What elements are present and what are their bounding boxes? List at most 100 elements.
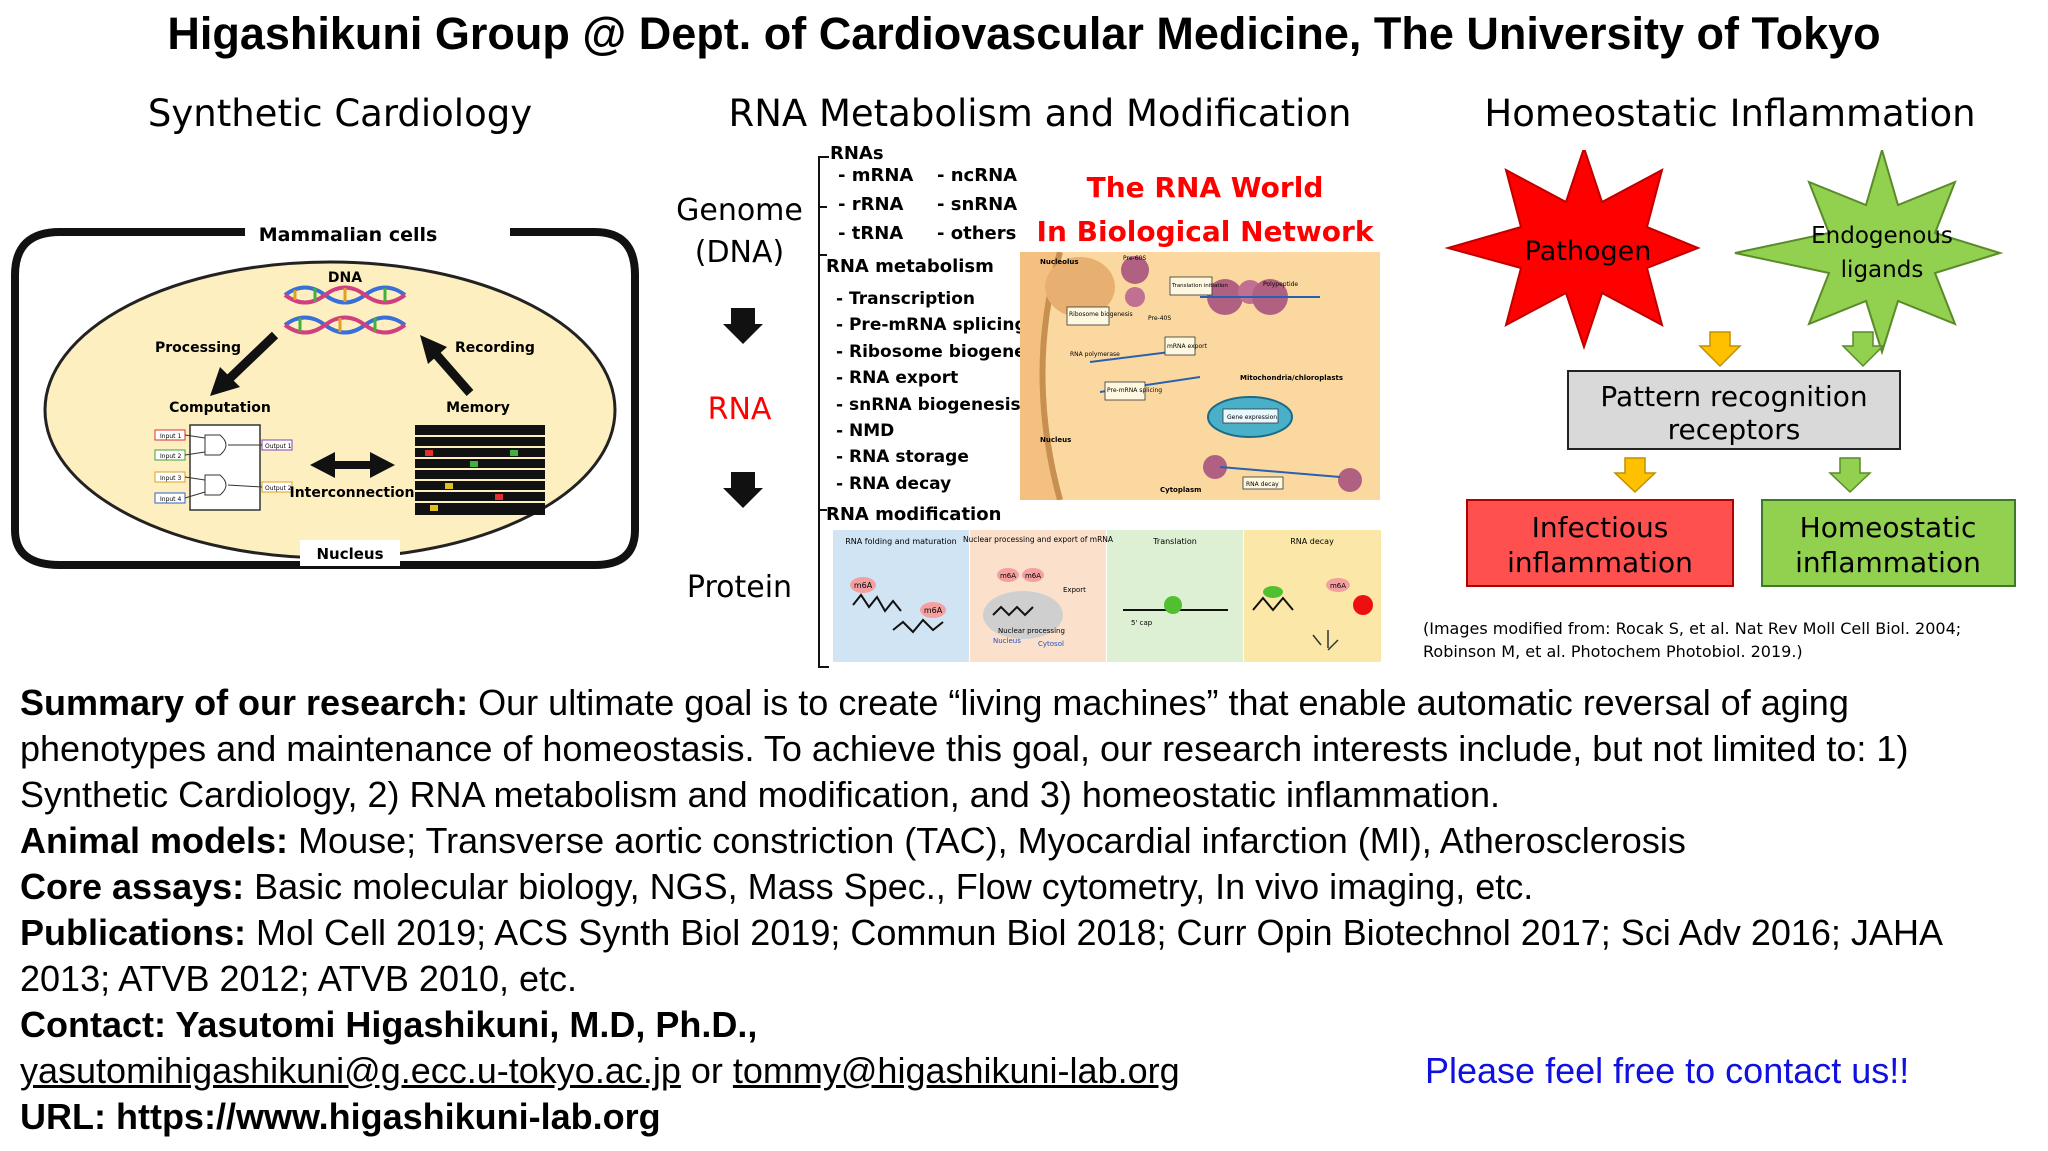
dna-helix-icon <box>283 285 407 335</box>
publications-line: Publications: Mol Cell 2019; ACS Synth B… <box>20 910 2030 1002</box>
metabolism-item: - RNA storage <box>836 447 969 468</box>
rna-type-item: - tRNA <box>838 223 904 244</box>
cytosol-label: Cytosol <box>1038 640 1064 648</box>
m6a-label: m6A <box>1000 572 1016 580</box>
homeostatic-label-line2: inflammation <box>1795 546 1981 579</box>
rna-type-item: - rRNA <box>838 194 904 215</box>
panel-translation-label: Translation <box>1152 537 1197 546</box>
gene-expression-label: Gene expression <box>1227 414 1277 421</box>
metabolism-item: - Ribosome biogenesis <box>836 341 1052 362</box>
citation-line1: (Images modified from: Rocak S, et al. N… <box>1423 619 1962 638</box>
metabolism-item: - NMD <box>836 421 895 442</box>
panel-decay-label: RNA decay <box>1290 537 1334 546</box>
nuclear-processing-label: Nuclear processing <box>998 627 1065 635</box>
dna-label: DNA <box>328 270 362 286</box>
citation: (Images modified from: Rocak S, et al. N… <box>1423 617 2035 663</box>
section-title-inflammation: Homeostatic Inflammation <box>1484 92 1976 135</box>
panel-nucleus-label: Nucleus <box>993 637 1021 645</box>
rnas-left-col: - mRNA - rRNA - tRNA <box>838 161 913 248</box>
processing-label: Processing <box>155 340 241 356</box>
recording-label: Recording <box>455 340 535 356</box>
rnas-list: RNAs <box>830 145 884 163</box>
rna-cell-schematic: Nucleolus Ribosome biogenesis Pre-60S Pr… <box>1020 252 1380 500</box>
pre40s-label: Pre-40S <box>1148 315 1171 322</box>
nucleolus-shape <box>1045 257 1115 317</box>
input-4-label: Input 4 <box>160 496 181 503</box>
down-arrow-2-icon <box>723 472 763 508</box>
email-link-2[interactable]: tommy@higashikuni-lab.org <box>732 1050 1180 1091</box>
metabolism-item: - RNA decay <box>836 473 952 494</box>
summary-block: Summary of our research: Our ultimate go… <box>20 680 2030 1140</box>
premrna-splicing-label: Pre-mRNA splicing <box>1107 387 1162 394</box>
rna-type-item: - mRNA <box>838 165 914 186</box>
m6a-label: m6A <box>854 581 873 590</box>
nucleus-label: Nucleus <box>316 545 383 563</box>
panel-nuclear-label: Nuclear processing and export of mRNA <box>963 535 1114 544</box>
section-title-synthetic: Synthetic Cardiology <box>147 92 533 135</box>
export-label: Export <box>1063 586 1086 594</box>
rna-bracket <box>818 156 829 668</box>
memory-label: Memory <box>446 400 510 416</box>
ligands-label: ligands <box>1841 257 1924 283</box>
memory-grid-icon <box>415 425 545 515</box>
email-link-1[interactable]: yasutomihigashikuni@g.ecc.u-tokyo.ac.jp <box>20 1050 681 1091</box>
output-1-label: Output 1 <box>265 443 292 450</box>
url-line[interactable]: URL: https://www.higashikuni-lab.org <box>20 1096 661 1137</box>
mammalian-cells-label: Mammalian cells <box>259 224 438 246</box>
core-assays-label: Core assays: <box>20 866 245 907</box>
rna-decay-cell-label: RNA decay <box>1246 481 1279 488</box>
section-title-rna: RNA Metabolism and Modification <box>728 92 1352 135</box>
rna-metabolism-list: - Transcription - Pre-mRNA splicing - Ri… <box>836 286 1052 497</box>
green-arrow-1-icon <box>1841 331 1885 368</box>
core-assays-text: Basic molecular biology, NGS, Mass Spec.… <box>244 866 1534 907</box>
nucleolus-label: Nucleolus <box>1040 258 1079 266</box>
email-line: yasutomihigashikuni@g.ecc.u-tokyo.ac.jp … <box>20 1048 2030 1094</box>
rna-type-item: - ncRNA <box>937 165 1018 186</box>
core-assays-line: Core assays: Basic molecular biology, NG… <box>20 864 2030 910</box>
processing-arrow-icon <box>210 331 279 396</box>
rna-polymerase-label: RNA polymerase <box>1070 351 1120 358</box>
pathogen-label: Pathogen <box>1525 236 1652 267</box>
recording-arrow-icon <box>420 335 474 396</box>
page-title: Higashikuni Group @ Dept. of Cardiovascu… <box>167 8 1881 59</box>
animal-models-line: Animal models: Mouse; Transverse aortic … <box>20 818 2030 864</box>
summary-text: Our ultimate goal is to create “living m… <box>20 682 1909 815</box>
dogma-genome: Genome (DNA) <box>662 190 817 274</box>
green-arrow-2-icon <box>1828 457 1872 494</box>
input-1-label: Input 1 <box>160 433 181 440</box>
pathogen-star-icon <box>1444 150 1701 351</box>
down-arrow-1-icon <box>723 308 763 344</box>
infectious-label-line2: inflammation <box>1507 546 1693 579</box>
computation-label: Computation <box>169 400 271 416</box>
summary-label: Summary of our research: <box>20 682 469 723</box>
contact-invite: Please feel free to contact us!! <box>1425 1050 1910 1091</box>
cytoplasm-label: Cytoplasm <box>1160 486 1201 494</box>
metabolism-item: - snRNA biogenesis <box>836 394 1021 415</box>
infectious-box <box>1466 499 1734 587</box>
prr-box <box>1567 370 1901 450</box>
citation-line2: Robinson M, et al. Photochem Photobiol. … <box>1423 642 1803 661</box>
dna-paren-label: (DNA) <box>694 235 785 270</box>
synthetic-cardiology-figure: Mammalian cells Nucleus DNA Processing R… <box>11 224 639 569</box>
or-text: or <box>680 1050 733 1091</box>
polypeptide-label: Polypeptide <box>1263 281 1298 288</box>
rna-world-line2: In Biological Network <box>1036 215 1374 248</box>
summary-paragraph: Summary of our research: Our ultimate go… <box>20 680 2030 818</box>
translation-initiation-label: Translation initiation <box>1171 283 1228 289</box>
rna-modification-panels: RNA folding and maturation Nuclear proce… <box>833 530 1381 662</box>
animal-models-text: Mouse; Transverse aortic constriction (T… <box>288 820 1686 861</box>
output-2-label: Output 2 <box>265 485 292 492</box>
rna-modification-heading: RNA modification <box>826 504 1002 525</box>
publications-text: Mol Cell 2019; ACS Synth Biol 2019; Comm… <box>20 912 1941 999</box>
metabolism-item: - RNA export <box>836 368 959 389</box>
rna-label: RNA <box>707 392 772 427</box>
pre60s-label: Pre-60S <box>1123 255 1146 262</box>
rna-metabolism-heading: RNA metabolism <box>826 256 994 277</box>
inflammation-diagram: Pathogen Endogenous ligands Pattern reco… <box>1444 150 2016 587</box>
protein-label: Protein <box>686 570 793 605</box>
cell-nucleus-label: Nucleus <box>1040 436 1071 444</box>
infectious-label-line1: Infectious <box>1532 511 1669 544</box>
interconnection-arrow-icon <box>310 452 395 478</box>
m6a-label: m6A <box>1330 582 1346 590</box>
cap-label: 5' cap <box>1131 619 1153 627</box>
